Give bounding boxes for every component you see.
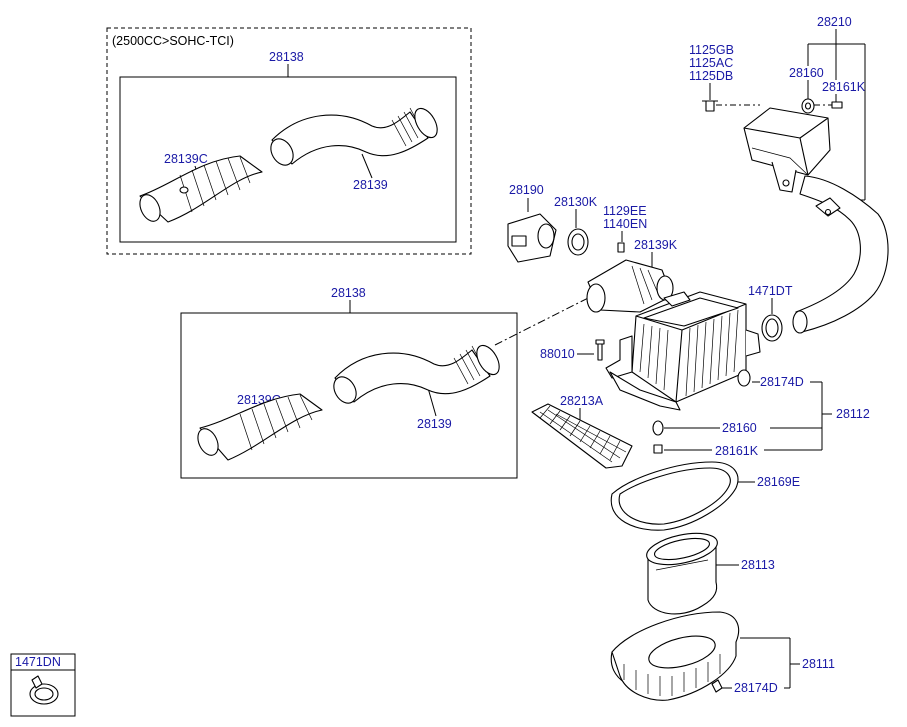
clip-lower bbox=[711, 679, 723, 693]
label-ring[interactable]: 28130K bbox=[554, 195, 598, 209]
lower-body bbox=[610, 611, 740, 701]
label-duct[interactable]: 28139K bbox=[634, 238, 678, 252]
label-collar-top[interactable]: 28161K bbox=[822, 80, 866, 94]
mount-bolt bbox=[595, 339, 605, 361]
label-clip-lower[interactable]: 28174D bbox=[734, 681, 778, 695]
label-gasket[interactable]: 28169E bbox=[757, 475, 800, 489]
label-lower-body[interactable]: 28111 bbox=[802, 657, 835, 671]
label-screw-b[interactable]: 1140EN bbox=[603, 217, 647, 231]
hose-clamp bbox=[761, 314, 783, 342]
upper-corrugated-hose bbox=[139, 155, 263, 223]
label-element[interactable]: 28113 bbox=[741, 558, 775, 572]
label-upper-hose-a[interactable]: 28139C bbox=[164, 152, 208, 166]
collar bbox=[653, 444, 663, 454]
label-bolt-88010[interactable]: 88010 bbox=[540, 347, 575, 361]
grommet bbox=[652, 420, 664, 436]
filter-element bbox=[646, 532, 718, 615]
main-corrugated-hose bbox=[197, 393, 323, 461]
label-upper-hose[interactable]: 28138 bbox=[269, 50, 304, 64]
label-screw-a[interactable]: 1129EE bbox=[603, 204, 647, 218]
main-smooth-hose bbox=[333, 344, 500, 404]
upper-smooth-hose bbox=[270, 107, 438, 166]
legend-clamp-icon bbox=[29, 675, 59, 705]
label-main-hose-b[interactable]: 28139 bbox=[417, 417, 452, 431]
label-assembly[interactable]: 28112 bbox=[836, 407, 870, 421]
resonator bbox=[743, 107, 831, 193]
label-resonator-group[interactable]: 28210 bbox=[817, 15, 852, 29]
main-hose-frame bbox=[180, 312, 518, 479]
intake-duct bbox=[586, 259, 674, 313]
label-upper-hose-b[interactable]: 28139 bbox=[353, 178, 388, 192]
label-clamp[interactable]: 1471DT bbox=[748, 284, 793, 298]
air-cleaner-cover bbox=[605, 291, 761, 411]
label-bolt-b[interactable]: 1125AC bbox=[689, 56, 733, 70]
resonator-bolt bbox=[702, 100, 832, 112]
legend-clamp-label[interactable]: 1471DN bbox=[15, 655, 61, 669]
resonator-hose bbox=[792, 175, 889, 334]
gasket bbox=[610, 461, 739, 531]
label-collar[interactable]: 28161K bbox=[715, 444, 759, 458]
label-screen[interactable]: 28213A bbox=[560, 394, 604, 408]
label-sensor[interactable]: 28190 bbox=[509, 183, 544, 197]
variant-box bbox=[106, 27, 472, 255]
label-grommet-top[interactable]: 28160 bbox=[789, 66, 824, 80]
sensor-screw bbox=[617, 242, 625, 253]
air-flow-sensor bbox=[507, 213, 557, 263]
label-grommet[interactable]: 28160 bbox=[722, 421, 757, 435]
sealing-ring bbox=[567, 228, 589, 256]
label-bolt-a[interactable]: 1125GB bbox=[689, 43, 734, 57]
collar-top bbox=[831, 101, 843, 109]
grommet-top bbox=[801, 98, 815, 114]
label-bolt-c[interactable]: 1125DB bbox=[689, 69, 733, 83]
label-clip-upper[interactable]: 28174D bbox=[760, 375, 804, 389]
legend-box bbox=[10, 653, 76, 717]
filter-screen bbox=[531, 403, 633, 469]
variant-box-title: (2500CC>SOHC-TCI) bbox=[112, 34, 234, 48]
label-main-hose[interactable]: 28138 bbox=[331, 286, 366, 300]
